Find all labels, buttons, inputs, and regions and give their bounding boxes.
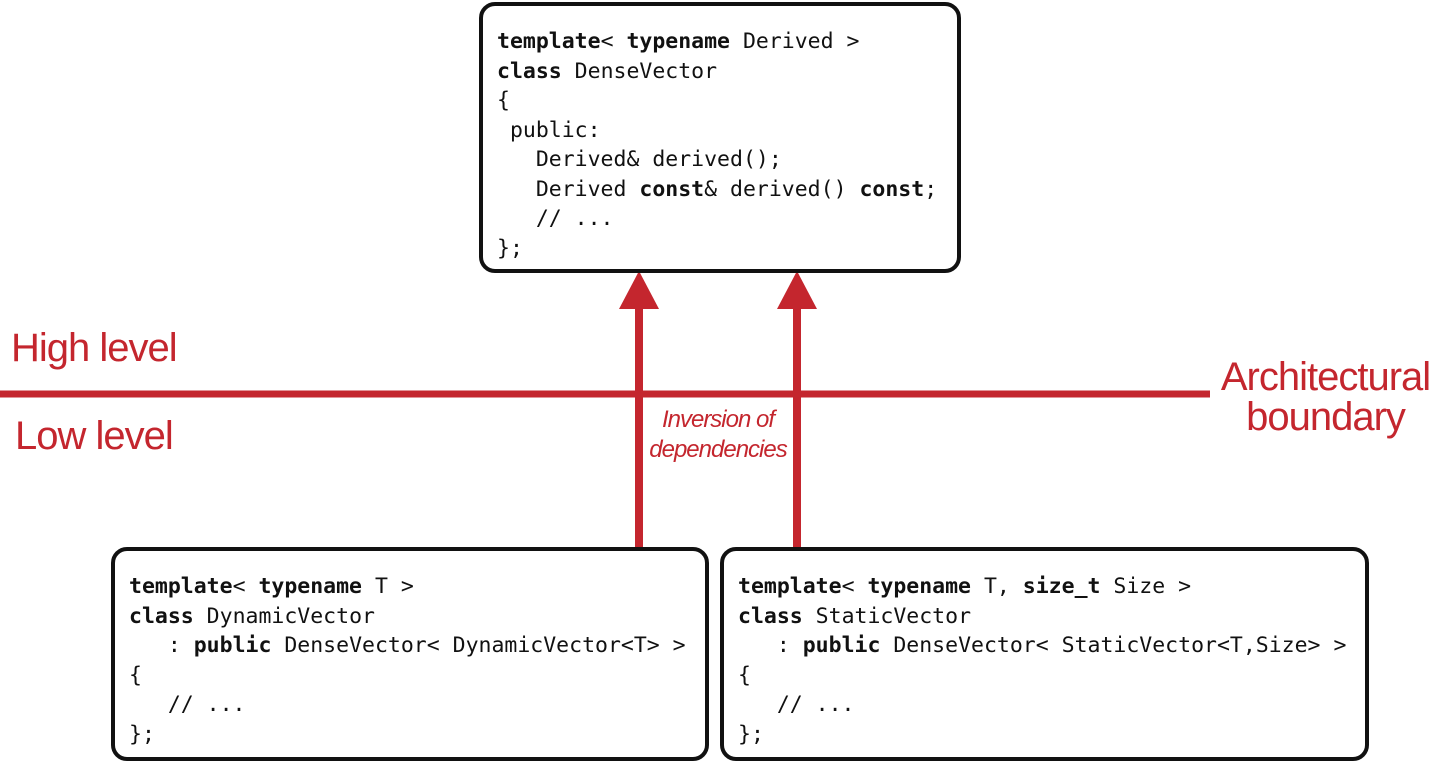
code-line: {	[738, 661, 1351, 691]
code-text: & derived()	[704, 176, 860, 202]
code-line: // ...	[738, 690, 1351, 720]
dependency-arrow-left-head	[619, 271, 659, 309]
inversion-of-dependencies-label: Inversion of dependencies	[643, 405, 793, 465]
code-text: // ...	[497, 206, 614, 231]
code-text: <	[600, 29, 627, 54]
code-line: };	[738, 720, 1351, 750]
code-text: {	[129, 662, 142, 688]
code-text: Derived >	[730, 29, 860, 54]
architectural-boundary-label-line2: boundary	[1246, 395, 1406, 439]
code-text: DynamicVector	[193, 603, 375, 629]
dependency-arrow-right-head	[777, 271, 817, 309]
architectural-boundary-label-line1: Architectural	[1220, 355, 1431, 399]
code-text: T,	[971, 574, 1023, 599]
code-keyword: size_t	[1022, 574, 1101, 599]
code-keyword: template	[738, 574, 842, 599]
dense-vector-code-box: template< typename Derived >class DenseV…	[479, 2, 961, 273]
code-text: <	[232, 574, 259, 599]
code-line: public:	[497, 116, 943, 146]
code-keyword: class	[738, 603, 803, 629]
code-text: };	[129, 721, 155, 747]
code-text: };	[497, 235, 523, 261]
code-text: Derived	[497, 176, 640, 202]
static-vector-code-box: template< typename T, size_t Size >class…	[720, 547, 1369, 761]
static-vector-code: template< typename T, size_t Size >class…	[738, 572, 1351, 749]
code-line: class StaticVector	[738, 602, 1351, 632]
code-keyword: typename	[626, 29, 731, 54]
code-keyword: template	[129, 574, 233, 599]
code-text: // ...	[129, 692, 246, 717]
code-line: // ...	[129, 690, 691, 720]
inversion-label-line2: dependencies	[649, 436, 787, 463]
code-keyword: const	[639, 176, 705, 202]
code-text: public:	[497, 117, 601, 143]
code-keyword: template	[497, 29, 601, 54]
inversion-label-line1: Inversion of	[661, 406, 775, 433]
low-level-label: Low level	[15, 414, 174, 458]
code-text: :	[129, 633, 194, 658]
dynamic-vector-code-box: template< typename T >class DynamicVecto…	[111, 547, 709, 761]
code-line: {	[129, 661, 691, 691]
code-keyword: typename	[258, 574, 363, 599]
code-keyword: const	[859, 176, 925, 202]
code-line: class DynamicVector	[129, 602, 691, 632]
code-text: };	[738, 721, 764, 747]
code-line: // ...	[497, 204, 943, 234]
code-line: Derived const& derived() const;	[497, 175, 943, 205]
code-text: DenseVector< StaticVector<T,Size> >	[880, 633, 1347, 658]
code-line: class DenseVector	[497, 57, 943, 87]
dense-vector-code: template< typename Derived >class DenseV…	[497, 27, 943, 263]
code-line: Derived& derived();	[497, 145, 943, 175]
code-keyword: public	[802, 633, 881, 658]
code-text: {	[497, 88, 510, 113]
code-text: {	[738, 662, 751, 688]
code-keyword: public	[193, 633, 272, 658]
code-line: {	[497, 86, 943, 116]
code-line: : public DenseVector< StaticVector<T,Siz…	[738, 631, 1351, 661]
code-line: };	[497, 234, 943, 264]
code-text: DenseVector< DynamicVector<T> >	[271, 633, 686, 658]
code-line: };	[129, 720, 691, 750]
code-line: template< typename T >	[129, 572, 691, 602]
code-text: Size >	[1100, 574, 1192, 599]
code-text: :	[738, 633, 803, 658]
code-line: : public DenseVector< DynamicVector<T> >	[129, 631, 691, 661]
code-text: StaticVector	[802, 603, 972, 629]
dynamic-vector-code: template< typename T >class DynamicVecto…	[129, 572, 691, 749]
code-text: T >	[362, 574, 414, 599]
code-text: <	[841, 574, 868, 599]
code-line: template< typename Derived >	[497, 27, 943, 57]
code-text: ;	[924, 176, 938, 202]
architectural-boundary-label: Architectural boundary	[1212, 357, 1439, 437]
code-line: template< typename T, size_t Size >	[738, 572, 1351, 602]
code-text: // ...	[738, 692, 855, 717]
code-keyword: typename	[867, 574, 972, 599]
code-text: Derived& derived();	[497, 147, 782, 172]
code-text: DenseVector	[561, 58, 718, 84]
code-keyword: class	[497, 58, 562, 84]
code-keyword: class	[129, 603, 194, 629]
high-level-label: High level	[11, 326, 178, 370]
